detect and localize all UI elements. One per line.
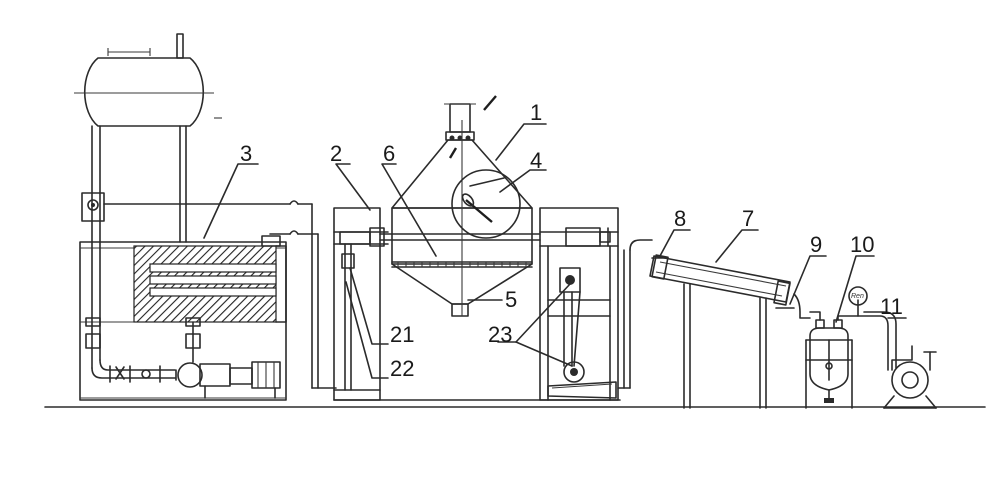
label-23: 23 bbox=[488, 322, 512, 347]
vacuum-pump bbox=[857, 311, 937, 409]
leader-lines bbox=[203, 123, 907, 379]
label-10: 10 bbox=[850, 232, 874, 257]
label-8: 8 bbox=[674, 206, 686, 231]
label-4: 4 bbox=[530, 148, 542, 173]
vapor-pipe bbox=[617, 239, 653, 389]
label-22: 22 bbox=[390, 356, 414, 381]
label-7: 7 bbox=[742, 206, 754, 231]
condenser bbox=[649, 254, 811, 409]
expansion-tank bbox=[74, 33, 222, 243]
rotary-cone-vessel bbox=[379, 95, 541, 317]
receiver-tank: Ren bbox=[805, 286, 868, 409]
label-6: 6 bbox=[383, 141, 395, 166]
dryer-right-frame bbox=[539, 207, 619, 401]
valve-box bbox=[81, 192, 105, 222]
heater-coil bbox=[133, 235, 287, 323]
label-9: 9 bbox=[810, 232, 822, 257]
callout-labels: 1 2 3 4 5 6 7 8 9 10 11 21 22 23 bbox=[240, 100, 903, 381]
hot-oil-supply-pipe bbox=[103, 200, 337, 389]
vacuum-gauge-text: Ren bbox=[851, 293, 864, 300]
label-2: 2 bbox=[330, 141, 342, 166]
label-5: 5 bbox=[505, 287, 517, 312]
label-1: 1 bbox=[530, 100, 542, 125]
label-21: 21 bbox=[390, 322, 414, 347]
heater-piping bbox=[85, 241, 281, 399]
label-3: 3 bbox=[240, 141, 252, 166]
label-11: 11 bbox=[880, 294, 903, 319]
